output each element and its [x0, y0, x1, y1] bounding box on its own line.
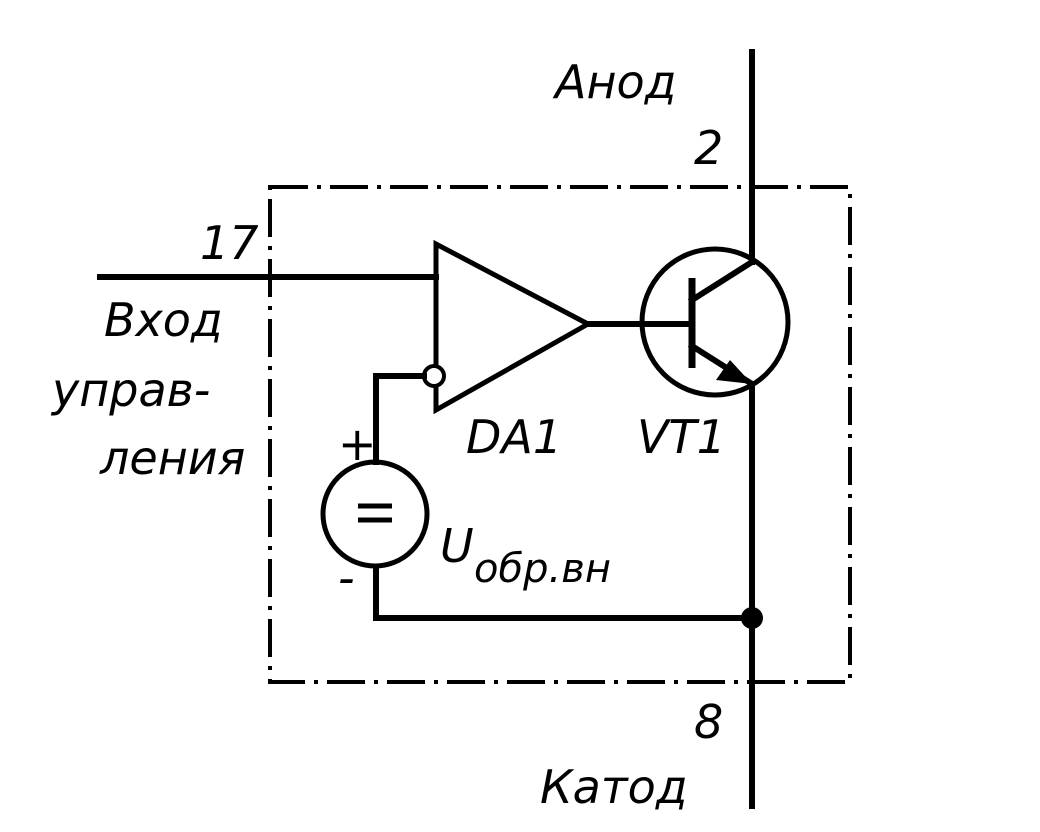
anode-label: Анод [552, 55, 677, 109]
source-label-main: U [440, 519, 474, 573]
module-boundary [268, 185, 852, 684]
transistor-collector [687, 257, 757, 305]
anode-pin-number: 2 [694, 121, 723, 175]
input-label-line-1: Вход [104, 293, 223, 347]
junction-dot [741, 607, 763, 629]
emitter-arrow-icon [716, 360, 752, 384]
amplifier-triangle [433, 239, 594, 415]
source-minus-sign: - [338, 551, 355, 605]
source-positive-wire [373, 373, 427, 465]
source-label-subscript: обр.вн [474, 546, 611, 592]
transistor-label: VT1 [637, 410, 726, 464]
amplifier-label: DA1 [466, 410, 562, 464]
transistor-envelope [639, 246, 791, 398]
input-pin-number: 17 [200, 216, 259, 270]
voltage-source-symbol [320, 459, 430, 569]
cathode-label: Катод [540, 760, 688, 814]
transistor-symbol [639, 246, 791, 398]
input-label-line-2: управ- [50, 363, 210, 417]
input-label-line-3: ления [99, 431, 245, 485]
source-plus-sign: + [338, 417, 377, 471]
cathode-pin-number: 8 [694, 695, 723, 749]
voltage-source-circle [320, 459, 430, 569]
source-negative-wire [373, 564, 755, 621]
